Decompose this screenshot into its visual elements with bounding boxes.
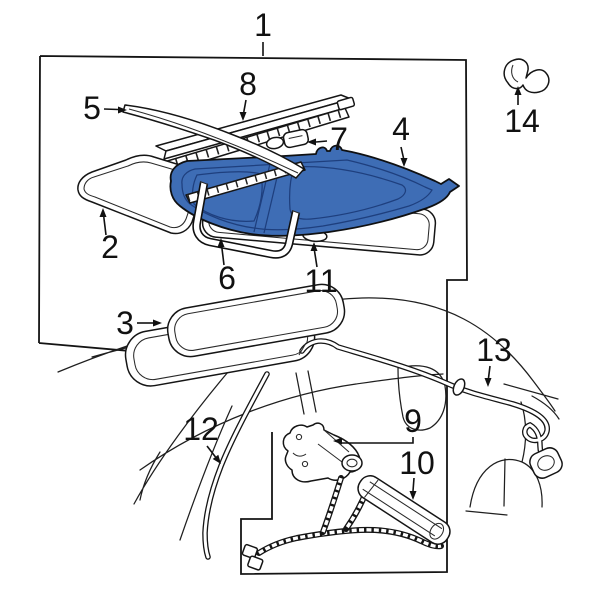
seal-outer bbox=[166, 283, 346, 358]
part-6-deflector-bar bbox=[192, 181, 301, 259]
callout-5-leader bbox=[103, 108, 119, 111]
callout-7-leader bbox=[315, 140, 328, 143]
conduit-body bbox=[357, 475, 451, 545]
harness-run-ribs bbox=[258, 528, 442, 555]
callout-14-arrowhead bbox=[514, 86, 522, 95]
callout-9-arrowhead bbox=[333, 437, 342, 445]
hose12-outer bbox=[202, 371, 270, 560]
callout-2-arrowhead bbox=[99, 208, 107, 217]
drain-grommet-hole bbox=[537, 455, 555, 471]
callout-3: 3 bbox=[116, 305, 162, 341]
callout-9: 9 bbox=[333, 403, 422, 445]
callout-10: 10 bbox=[399, 445, 435, 500]
callout-1: 1 bbox=[254, 7, 272, 56]
callout-4: 4 bbox=[392, 111, 410, 167]
callout-14: 14 bbox=[504, 86, 540, 139]
part-label-3: 3 bbox=[116, 305, 134, 341]
motor-boss bbox=[341, 454, 363, 472]
callout-8-arrowhead bbox=[239, 112, 247, 121]
hose13-end-cap bbox=[298, 342, 307, 356]
part-label-14: 14 bbox=[504, 103, 540, 139]
part-label-11: 11 bbox=[304, 263, 337, 299]
clip-bracket bbox=[282, 128, 310, 149]
part-3-seal-ring bbox=[166, 283, 346, 358]
callout-4-leader bbox=[400, 146, 405, 159]
part-5-deflector-blade bbox=[122, 104, 305, 179]
callout-4-arrowhead bbox=[400, 158, 408, 167]
bar-core bbox=[193, 182, 299, 258]
rail-end-bracket bbox=[336, 96, 356, 111]
part-label-9: 9 bbox=[404, 403, 422, 439]
callout-11: 11 bbox=[304, 242, 338, 299]
callout-3-arrowhead bbox=[153, 319, 162, 327]
bar-end-caps bbox=[199, 181, 301, 214]
part-label-6: 6 bbox=[218, 260, 236, 296]
callout-12: 12 bbox=[183, 411, 221, 464]
callout-9-leader bbox=[342, 437, 414, 444]
part-label-12: 12 bbox=[183, 411, 219, 447]
callout-5-arrowhead bbox=[118, 106, 127, 114]
callout-6: 6 bbox=[217, 238, 236, 296]
motor-body bbox=[282, 422, 362, 483]
harness-connector-a bbox=[241, 543, 259, 560]
frame-outline bbox=[169, 144, 460, 237]
callout-8: 8 bbox=[239, 66, 257, 121]
seal-inner bbox=[174, 290, 339, 351]
callout-13-leader bbox=[487, 365, 491, 379]
callout-8-leader bbox=[243, 99, 247, 113]
conduit-lines bbox=[362, 479, 443, 537]
clip-oval bbox=[265, 136, 285, 150]
hook-inner-line bbox=[511, 64, 519, 83]
callout-7-arrowhead bbox=[307, 138, 316, 146]
part-10-cable-conduit bbox=[357, 475, 451, 545]
callout-2: 2 bbox=[99, 208, 119, 265]
callout-2-leader bbox=[103, 216, 107, 236]
part-14-hook bbox=[503, 58, 550, 94]
part-label-7: 7 bbox=[330, 121, 348, 157]
part-label-2: 2 bbox=[101, 229, 119, 265]
frame-rear-pane bbox=[289, 166, 407, 220]
part-9-motor bbox=[282, 422, 363, 483]
motor-screw-1 bbox=[295, 433, 303, 441]
part-label-5: 5 bbox=[83, 90, 101, 126]
drain-grommet bbox=[529, 447, 563, 479]
callout-6-leader bbox=[221, 246, 225, 266]
rail-lower-strip bbox=[185, 161, 306, 204]
part-label-13: 13 bbox=[476, 332, 512, 368]
part-12-front-drain-hose bbox=[202, 371, 270, 560]
callout-11-leader bbox=[313, 250, 318, 268]
harness-branch-motor-ribs bbox=[321, 477, 343, 533]
callout-10-arrowhead bbox=[409, 491, 417, 500]
callout-13: 13 bbox=[476, 332, 512, 387]
callout-6-arrowhead bbox=[217, 238, 225, 247]
callout-12-arrowhead bbox=[212, 454, 221, 464]
blade-fold-line bbox=[128, 108, 299, 174]
part-label-8: 8 bbox=[239, 66, 257, 102]
clip-detail bbox=[288, 135, 303, 140]
callout-12-leader bbox=[206, 445, 217, 458]
hose12-core bbox=[203, 372, 269, 559]
conduit-end bbox=[429, 522, 445, 540]
blade-outline bbox=[122, 104, 305, 179]
hose13-clip bbox=[452, 378, 466, 396]
part-label-4: 4 bbox=[392, 111, 410, 147]
part-label-1: 1 bbox=[254, 7, 272, 43]
callout-7: 7 bbox=[307, 121, 348, 157]
callout-5: 5 bbox=[83, 90, 127, 126]
hose13-core bbox=[300, 339, 549, 461]
part-13-rear-drain-hose bbox=[298, 338, 563, 479]
callout-13-arrowhead bbox=[484, 378, 492, 387]
callout-11-arrowhead bbox=[310, 242, 318, 251]
callout-10-leader bbox=[412, 477, 415, 492]
part-7-clip bbox=[265, 128, 310, 150]
motor-screw-2 bbox=[301, 460, 309, 468]
hook-outline bbox=[503, 58, 550, 94]
harness-connector-b bbox=[247, 555, 264, 571]
part-label-10: 10 bbox=[399, 445, 435, 481]
motor-boss-hole bbox=[346, 458, 358, 468]
